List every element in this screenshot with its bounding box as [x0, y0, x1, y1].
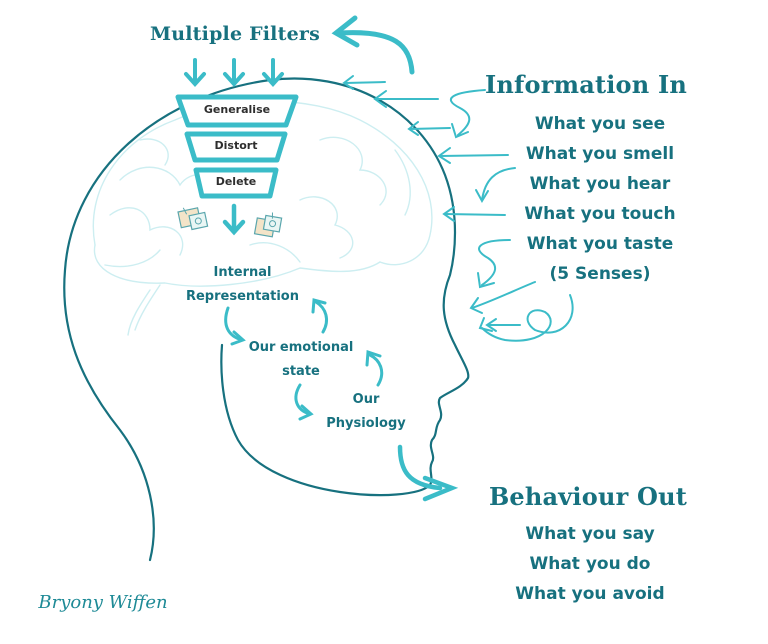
filter-box-delete — [193, 167, 279, 199]
arrow-to-emotional-state — [224, 306, 246, 346]
arrow-left-icon — [485, 318, 521, 332]
internal-representation-line-1: Internal — [213, 265, 272, 280]
funnel-input-arrows — [184, 58, 284, 87]
filter-box-distort — [184, 131, 288, 163]
multiple-filters-title: Multiple Filters — [150, 23, 320, 45]
arrow-left-icon — [469, 281, 536, 314]
behaviour-item-avoid: What you avoid — [515, 584, 665, 604]
emotional-state-line-2: state — [282, 364, 320, 379]
five-senses-label: (5 Senses) — [549, 264, 651, 284]
arrow-left-icon — [442, 206, 506, 222]
filter-label-delete: Delete — [215, 175, 257, 188]
sense-item-taste: What you taste — [526, 234, 674, 254]
arrow-down-icon — [223, 58, 245, 87]
squiggle-arrow-icon — [477, 239, 511, 289]
sense-item-see: What you see — [534, 114, 666, 134]
filter-label-generalise: Generalise — [203, 103, 271, 116]
internal-representation-label: Internal Representation — [160, 261, 325, 309]
arrow-left-icon — [373, 90, 439, 108]
arrow-right-icon — [397, 444, 459, 502]
filter-box-generalise — [175, 94, 299, 128]
arrow-left-icon — [407, 121, 451, 136]
behaviour-out-title: Behaviour Out — [488, 482, 688, 511]
behaviour-item-say: What you say — [525, 524, 655, 544]
internal-representation-line-2: Representation — [185, 289, 299, 304]
physiology-line-1: Our — [352, 392, 380, 407]
curved-arrow-to-filters — [331, 15, 415, 75]
sense-item-hear: What you hear — [529, 174, 671, 194]
incoming-sense-arrows — [342, 75, 574, 342]
filter-funnel — [175, 94, 299, 199]
physiology-label: Our Physiology — [316, 388, 416, 436]
behaviour-item-do: What you do — [529, 554, 651, 574]
sense-item-touch: What you touch — [524, 204, 676, 224]
photo-stack-icon — [253, 212, 283, 238]
arrow-down-icon — [222, 203, 246, 236]
arrow-left-icon — [437, 147, 509, 164]
sense-item-smell: What you smell — [525, 144, 675, 164]
inner-cycle-arrows — [224, 298, 384, 421]
arrow-to-physiology — [294, 383, 314, 421]
brain-sketch — [92, 100, 433, 336]
curve-arrow-icon — [475, 167, 516, 204]
arrow-to-internal-representation — [311, 298, 328, 334]
photo-stack-icon — [177, 207, 209, 231]
filter-label-distort: Distort — [214, 139, 258, 152]
author-signature: Bryony Wiffen — [38, 592, 168, 613]
arrow-to-emotional-state-from-physiology — [365, 349, 384, 387]
arrow-down-icon — [262, 58, 284, 87]
arrow-down-icon — [184, 58, 206, 87]
arrow-left-icon — [342, 75, 386, 90]
information-in-title: Information In — [484, 70, 688, 99]
physiology-line-2: Physiology — [326, 416, 406, 431]
emotional-state-label: Our emotional state — [236, 336, 366, 384]
loop-arrow-icon — [478, 294, 574, 342]
head-outline — [63, 77, 470, 562]
emotional-state-line-1: Our emotional — [248, 340, 354, 355]
squiggle-arrow-icon — [449, 89, 486, 139]
